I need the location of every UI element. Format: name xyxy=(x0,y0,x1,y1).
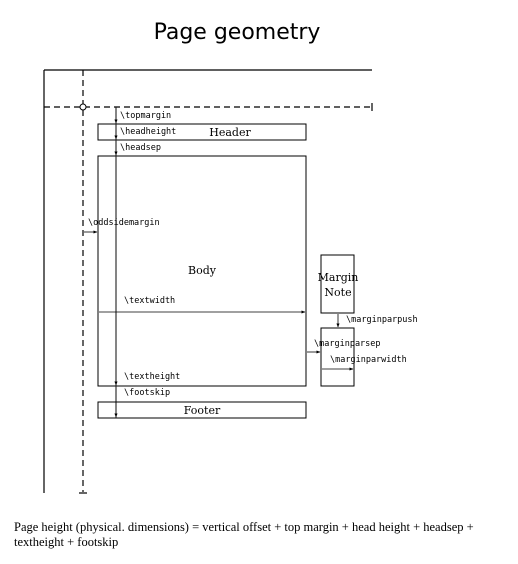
body-label: Body xyxy=(188,264,217,277)
page-title: Page geometry xyxy=(153,20,321,45)
footer-box xyxy=(97,401,307,419)
origin-marker xyxy=(79,103,87,111)
margin-note-label-line2: Note xyxy=(324,286,351,299)
footskip-label: \footskip xyxy=(124,388,170,398)
body-box xyxy=(97,155,307,387)
margin-note-box xyxy=(320,254,355,314)
textwidth-label: \textwidth xyxy=(124,296,175,306)
oddsidemargin-label: \oddsidemargin xyxy=(88,218,160,228)
headsep-label: \headsep xyxy=(120,143,161,153)
headheight-label: \headheight xyxy=(120,127,176,137)
footer-label: Footer xyxy=(184,404,221,417)
topmargin-label: \topmargin xyxy=(120,111,171,121)
page-height-caption: Page height (physical. dimensions) = ver… xyxy=(14,520,474,549)
textheight-label: \textheight xyxy=(124,372,180,382)
marginparwidth-label: \marginparwidth xyxy=(330,355,407,365)
header-box xyxy=(97,123,307,141)
marginparsep-label: \marginparsep xyxy=(314,339,381,349)
header-label: Header xyxy=(209,126,251,139)
margin-note-label-line1: Margin xyxy=(318,271,359,284)
marginparpush-label: \marginparpush xyxy=(346,315,418,325)
margin-par-box xyxy=(320,327,355,387)
